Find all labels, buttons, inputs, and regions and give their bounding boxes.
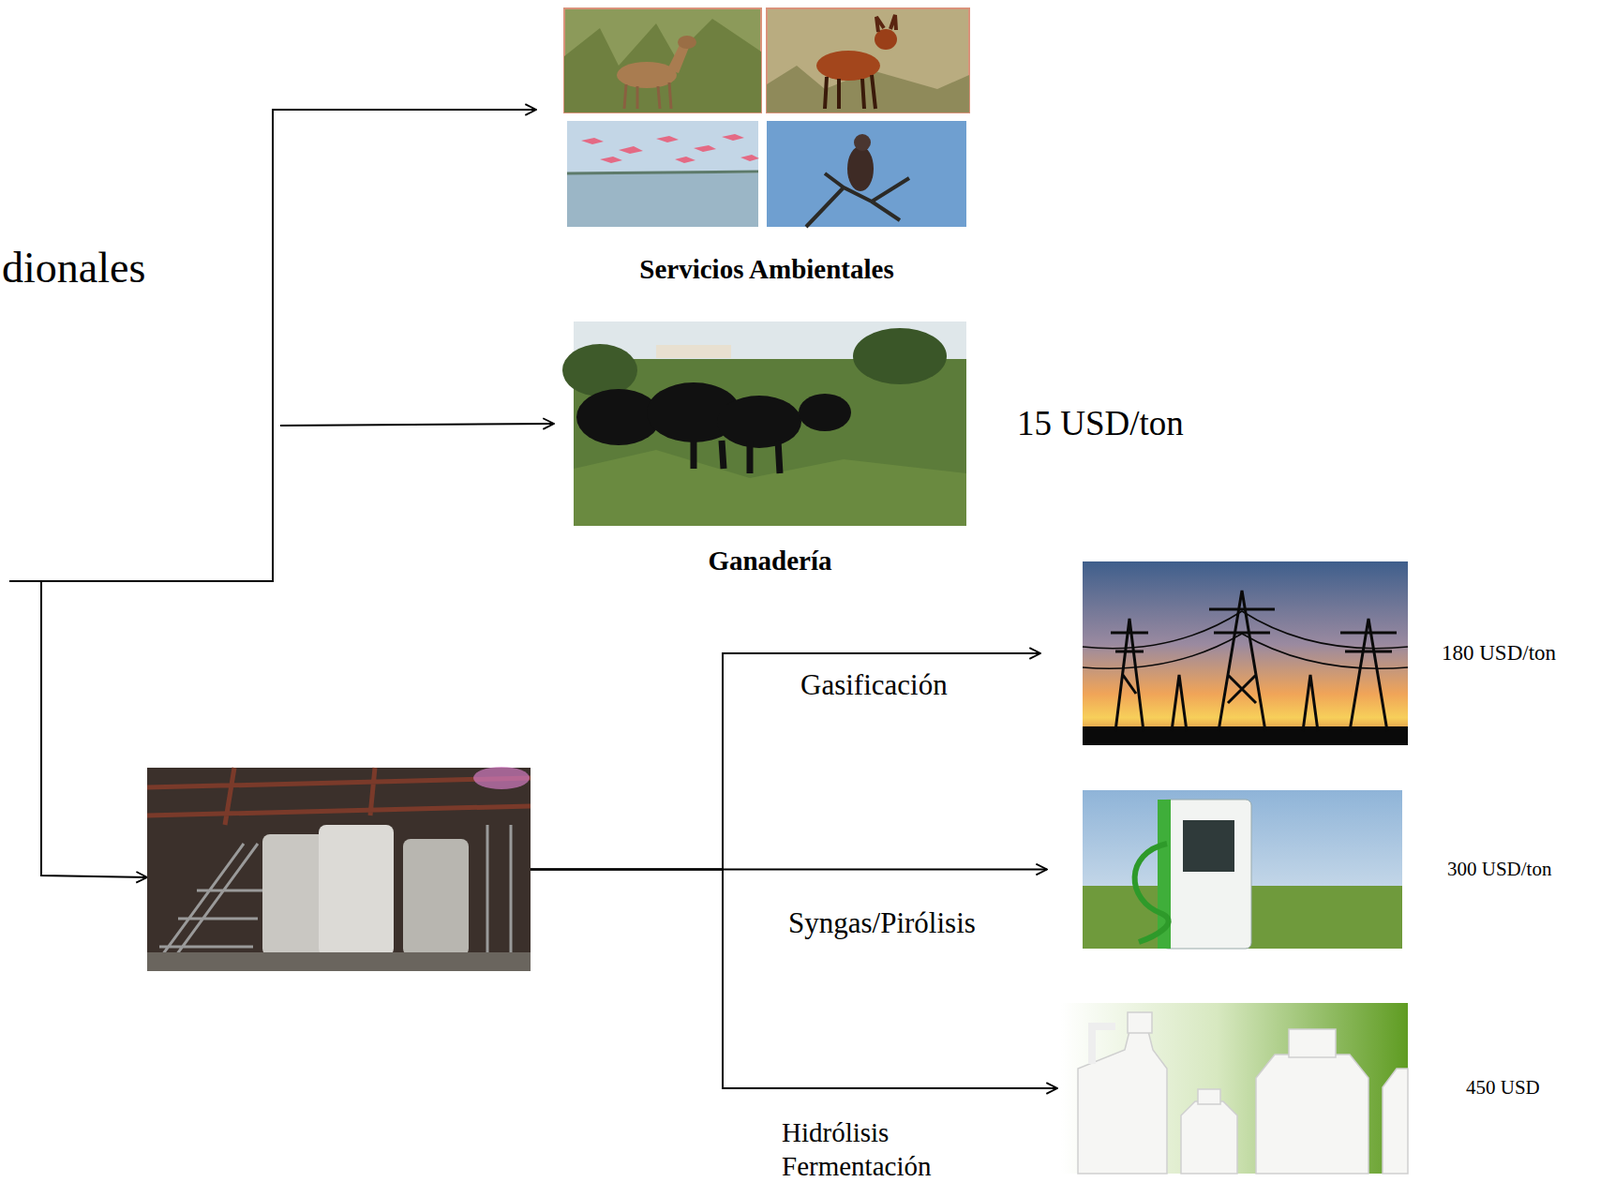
bottle-cap bbox=[1127, 1012, 1152, 1033]
factory-interior bbox=[147, 767, 531, 972]
process-label: Hidrólisis Fermentación bbox=[778, 1115, 1010, 1184]
sunset-sky bbox=[1082, 561, 1408, 746]
price-label: 300 USD/ton bbox=[1447, 857, 1552, 882]
photo-caption: Servicios Ambientales bbox=[639, 253, 894, 286]
ground bbox=[1082, 726, 1408, 746]
deer-legs bbox=[624, 82, 672, 109]
shore bbox=[567, 171, 759, 174]
cattle-photo bbox=[562, 321, 967, 526]
product-photo: 450 USD bbox=[1061, 1002, 1408, 1174]
photo-deer bbox=[564, 8, 762, 113]
wires bbox=[1082, 611, 1408, 669]
tree bbox=[562, 343, 638, 397]
deer-body bbox=[616, 61, 677, 89]
wildlife-photos bbox=[564, 8, 970, 227]
deer-head bbox=[677, 35, 697, 49]
roof-beams bbox=[147, 767, 531, 825]
cow-head bbox=[798, 393, 852, 432]
eagle-body bbox=[847, 146, 874, 192]
hose bbox=[1135, 843, 1169, 943]
tank bbox=[262, 834, 329, 957]
photo-eagle bbox=[766, 120, 967, 227]
bottle bbox=[1256, 1054, 1369, 1174]
branch-line bbox=[9, 109, 537, 582]
branch-line bbox=[280, 423, 554, 426]
process-photo bbox=[147, 767, 531, 972]
farmhouse bbox=[656, 344, 732, 359]
floor bbox=[147, 952, 531, 972]
sky bbox=[1082, 790, 1403, 949]
heading-fragment: dionales bbox=[1, 241, 146, 294]
flamingo-flock bbox=[581, 134, 760, 164]
flow-arrow bbox=[530, 653, 1041, 870]
product-photo: 300 USD/ton bbox=[1082, 790, 1403, 949]
bottle-cap bbox=[1288, 1029, 1336, 1058]
pasture bbox=[573, 321, 967, 526]
biorefinery-photo bbox=[147, 766, 531, 972]
water bbox=[567, 173, 759, 227]
photo-caption: Ganadería bbox=[707, 544, 832, 578]
pylon bbox=[1171, 674, 1318, 732]
green-background bbox=[1061, 1002, 1408, 1174]
grass bbox=[573, 449, 967, 526]
process-label: Syngas/Pirólisis bbox=[785, 905, 979, 943]
photo-panel: Ganadería15 USD/ton bbox=[573, 321, 967, 526]
bottle-handle bbox=[1091, 1026, 1116, 1064]
photo-flamingos bbox=[567, 120, 759, 227]
bottles bbox=[1077, 1012, 1408, 1174]
wolf-head bbox=[874, 29, 898, 50]
price-label: 15 USD/ton bbox=[1016, 403, 1184, 445]
cow bbox=[717, 395, 802, 449]
cattle-herd bbox=[576, 382, 852, 474]
bottle bbox=[1382, 1068, 1408, 1174]
price-label: 180 USD/ton bbox=[1441, 640, 1556, 667]
bottles-photo bbox=[1061, 1002, 1408, 1174]
pump-body bbox=[1162, 799, 1252, 949]
photo-panel: Servicios Ambientales bbox=[564, 8, 970, 227]
tank bbox=[403, 838, 469, 957]
tank bbox=[318, 824, 394, 957]
price-label: 450 USD bbox=[1465, 1076, 1541, 1100]
flamingo bbox=[581, 134, 760, 164]
eagle-head bbox=[853, 134, 871, 151]
stairs-frame bbox=[154, 824, 511, 972]
flow-arrow bbox=[530, 869, 1058, 1090]
pylons bbox=[1082, 590, 1408, 732]
pump-screen bbox=[1182, 820, 1235, 872]
product-photo: 180 USD/ton bbox=[1082, 561, 1408, 746]
bottle bbox=[1181, 1101, 1238, 1174]
bottle-cap bbox=[1197, 1089, 1221, 1105]
grass bbox=[564, 18, 762, 113]
light bbox=[473, 766, 530, 790]
pylon bbox=[1110, 618, 1149, 732]
cow-legs bbox=[693, 440, 780, 474]
power-lines-photo bbox=[1082, 561, 1408, 746]
source-tree-lines bbox=[9, 109, 554, 878]
tree bbox=[852, 328, 947, 385]
photo-wolf bbox=[766, 8, 970, 113]
wolf-legs bbox=[824, 74, 876, 109]
fuel-pump-photo bbox=[1082, 790, 1403, 949]
process-label: Gasificación bbox=[797, 667, 951, 704]
wolf-ears bbox=[876, 14, 897, 32]
pylon bbox=[1340, 618, 1397, 732]
branch-line bbox=[41, 581, 148, 878]
